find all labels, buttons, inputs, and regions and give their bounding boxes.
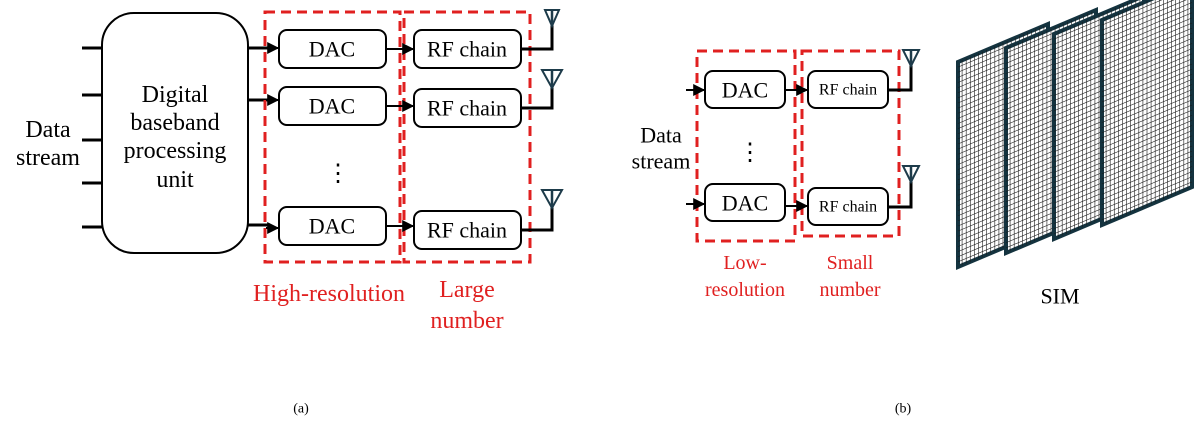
rf-chain-label-b-1: RF chain: [819, 82, 877, 99]
small-number-rf-group: [800, 49, 901, 238]
large-number-rf-group: [402, 10, 532, 264]
panel-a-input-lines: [82, 46, 102, 229]
baseband-label-line2: baseband: [130, 110, 219, 136]
low-resolution-label-line2: resolution: [705, 279, 785, 301]
sim-metasurface-stack: [956, 0, 1194, 271]
dac-label-b-1: DAC: [722, 78, 768, 103]
panel-b-input-label-line1: Data: [640, 123, 682, 148]
dac-ellipsis-b: ⋮: [738, 140, 762, 166]
sim-layer: [1100, 0, 1194, 229]
dac-label-b-2: DAC: [722, 191, 768, 216]
panel-b: Data stream DAC ⋮ DAC RF chain RF chain: [632, 0, 1194, 417]
small-number-label-line2: number: [819, 279, 880, 301]
antenna-icon: [888, 49, 921, 92]
sim-label: SIM: [1040, 284, 1079, 309]
high-resolution-label: High-resolution: [253, 281, 405, 307]
antenna-icon: [521, 9, 561, 51]
panel-b-input-label-line2: stream: [632, 149, 691, 174]
panel-a-input-label-line1: Data: [25, 117, 71, 143]
caption-a: (a): [293, 402, 309, 417]
dac-label-a-3: DAC: [309, 214, 355, 239]
baseband-label-line1: Digital: [142, 82, 209, 108]
antenna-icon: [521, 189, 564, 232]
low-resolution-label-line1: Low-: [723, 252, 766, 274]
baseband-label-line4: unit: [156, 167, 194, 193]
panel-a-input-label-line2: stream: [16, 145, 80, 171]
large-number-label-line2: number: [430, 308, 503, 334]
rf-chain-label-a-3: RF chain: [427, 218, 507, 243]
dac-ellipsis-a: ⋮: [326, 161, 350, 187]
panel-a: Data stream Digital baseband processing …: [16, 9, 564, 417]
antenna-icon: [888, 165, 921, 209]
rf-chain-label-a-1: RF chain: [427, 37, 507, 62]
high-resolution-dac-group: [263, 10, 402, 264]
low-resolution-dac-group: [695, 49, 797, 243]
small-number-label-line1: Small: [827, 252, 874, 274]
rf-chain-label-a-2: RF chain: [427, 96, 507, 121]
rf-chain-label-b-2: RF chain: [819, 199, 877, 216]
dac-box-b-2: [704, 183, 786, 222]
large-number-label-line1: Large: [439, 277, 495, 303]
antenna-icon: [521, 69, 564, 110]
baseband-label-line3: processing: [124, 138, 227, 164]
baseband-unit-box: [101, 12, 249, 254]
caption-b: (b): [895, 402, 912, 417]
dac-label-a-1: DAC: [309, 37, 355, 62]
dac-label-a-2: DAC: [309, 94, 355, 119]
